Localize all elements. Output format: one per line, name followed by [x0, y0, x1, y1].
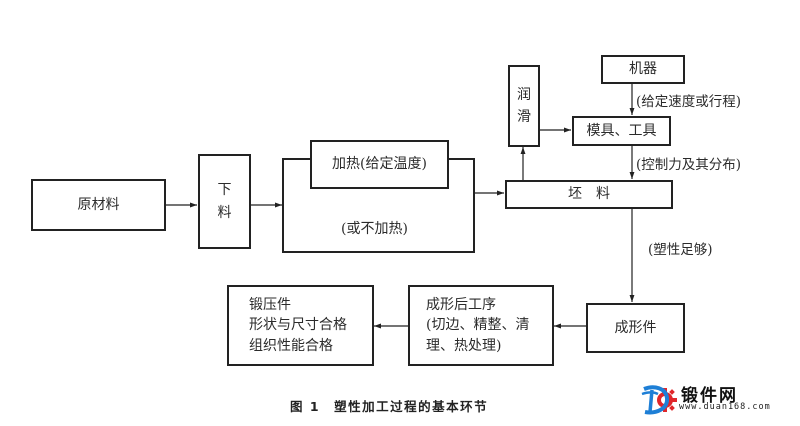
- formed-part-box: 成形件: [586, 303, 685, 353]
- post-process-line-1: 成形后工序: [426, 297, 496, 314]
- post-process-line-3: 理、热处理): [426, 337, 502, 354]
- heating-label: 加热(给定温度): [332, 156, 427, 173]
- raw-material-label: 原材料: [77, 196, 120, 213]
- machine-label: 机器: [629, 61, 657, 78]
- lubrication-label-2: 滑: [517, 109, 531, 125]
- heating-box: 加热(给定温度): [310, 140, 449, 189]
- duan168-gear-logo-icon: [641, 385, 677, 415]
- no-heating-label: (或不加热): [341, 221, 408, 237]
- heating-enclosure: [282, 158, 475, 253]
- forging-line-1: 锻压件: [249, 297, 291, 314]
- billet-label: 坯 料: [568, 186, 610, 203]
- forging-line-3: 组织性能合格: [249, 337, 333, 354]
- blanking-box: 下 料: [198, 154, 251, 249]
- machine-box: 机器: [601, 55, 685, 84]
- watermark-logo: 锻件网 www.duan168.com: [640, 380, 790, 420]
- formed-part-label: 成形件: [614, 319, 657, 336]
- watermark-name: 锻件网: [681, 386, 738, 406]
- post-process-line-2: (切边、精整、清: [426, 317, 530, 334]
- blanking-label-2: 料: [217, 204, 232, 221]
- post-process-box: 成形后工序 (切边、精整、清 理、热处理): [408, 285, 554, 366]
- die-to-billet-label: (控制力及其分布): [636, 157, 742, 173]
- die-tool-box: 模具、工具: [572, 116, 671, 146]
- billet-to-formed-label: (塑性足够): [648, 242, 713, 258]
- figure-title: 塑性加工过程的基本环节: [334, 399, 489, 414]
- lubrication-label-1: 润: [517, 86, 531, 103]
- watermark-url: www.duan168.com: [679, 402, 771, 412]
- figure-number: 图 1: [290, 399, 321, 414]
- figure-caption: 图 1 塑性加工过程的基本环节: [290, 396, 488, 415]
- forging-box: 锻压件 形状与尺寸合格 组织性能合格: [227, 285, 374, 366]
- lubrication-box: 润 滑: [508, 65, 540, 147]
- forging-line-2: 形状与尺寸合格: [249, 317, 347, 334]
- machine-to-die-label: (给定速度或行程): [636, 94, 742, 110]
- raw-material-box: 原材料: [31, 179, 166, 231]
- die-tool-label: 模具、工具: [586, 122, 657, 139]
- billet-box: 坯 料: [505, 180, 673, 209]
- blanking-label-1: 下: [217, 182, 232, 199]
